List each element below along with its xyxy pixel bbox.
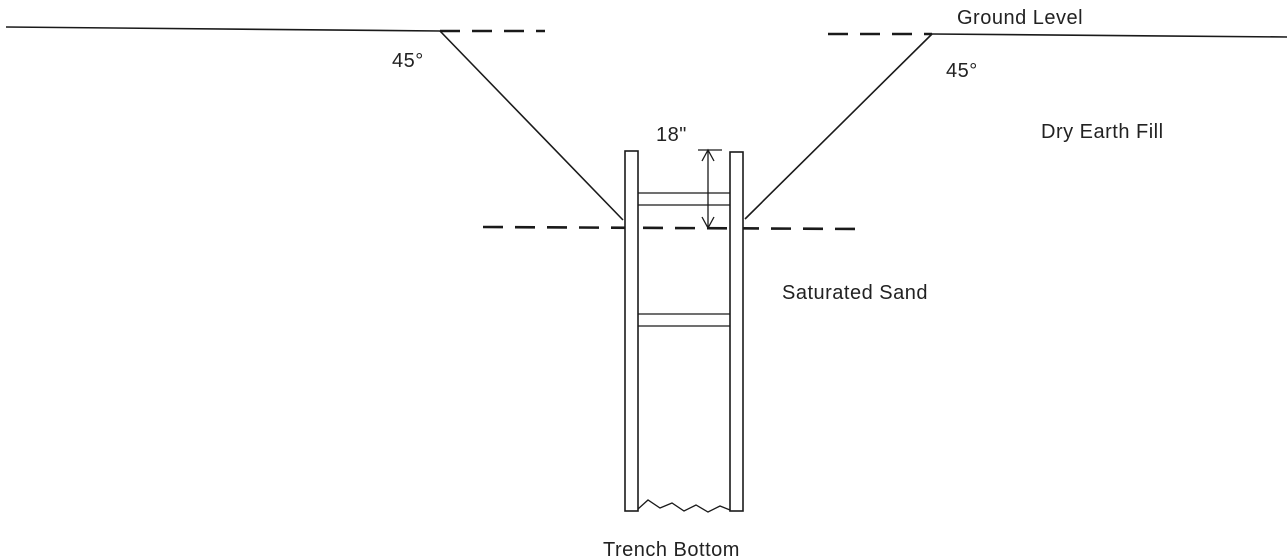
ladder-break-line: [637, 499, 731, 513]
dimension-label: 18": [656, 124, 687, 146]
slope-line-left: [439, 30, 624, 221]
ground-level-label: Ground Level: [957, 7, 1083, 29]
ladder-rung-middle: [638, 313, 730, 327]
ladder-rung-top: [638, 192, 730, 206]
trench-bottom-label: Trench Bottom: [603, 539, 740, 560]
ground-line-right: [931, 33, 1287, 38]
ground-line-left: [5, 26, 441, 32]
ladder-rail-right: [729, 151, 744, 512]
sand-interface-dash: [482, 225, 861, 231]
dry-earth-fill-label: Dry Earth Fill: [1041, 121, 1164, 143]
saturated-sand-label: Saturated Sand: [782, 282, 928, 304]
angle-label-left: 45°: [392, 50, 424, 72]
angle-label-right: 45°: [946, 60, 978, 82]
slope-line-right: [744, 33, 933, 220]
ladder-rail-left: [624, 150, 639, 512]
dimension-marker: [698, 148, 722, 230]
